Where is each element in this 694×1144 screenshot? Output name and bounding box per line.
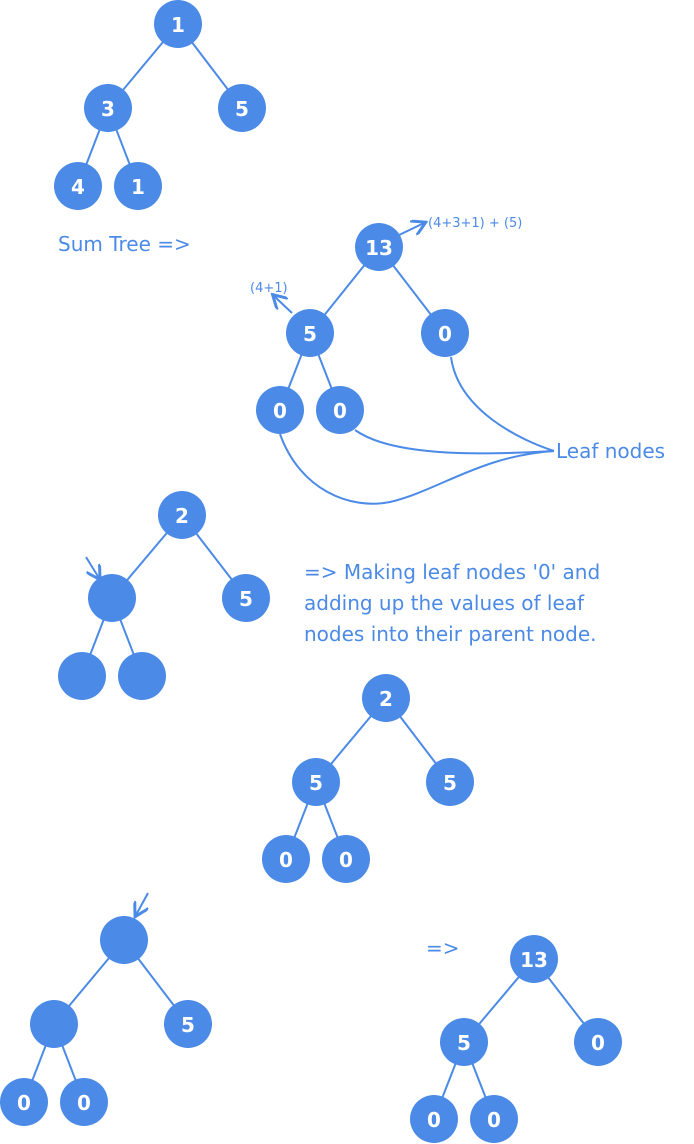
- root-sum-annotation: (4+3+1) + (5): [428, 216, 522, 231]
- tree-node-value: 5: [457, 1031, 471, 1055]
- tree-node: [322, 835, 370, 883]
- left-sum-annotation: (4+1): [250, 281, 288, 296]
- tree-sum-tree: 13 5 0 0 0: [256, 223, 469, 434]
- tree-node: [118, 652, 166, 700]
- tree-node-value: 13: [365, 236, 393, 260]
- tree-node-value: 2: [379, 687, 393, 711]
- tree-node-value: 0: [273, 399, 287, 423]
- tree-original: 1 3 5 4 1: [54, 0, 266, 210]
- leaf-callout-curve-left: [279, 433, 555, 505]
- tree-node: [88, 574, 136, 622]
- tree-node-value: 0: [77, 1091, 91, 1115]
- leaf-callout-curve-right: [450, 356, 555, 452]
- tree-node: [362, 674, 410, 722]
- result-arrow-label: =>: [426, 936, 460, 960]
- explanation-line-3: nodes into their parent node.: [304, 622, 597, 646]
- tree-node-value: 0: [591, 1031, 605, 1055]
- tree-node: [355, 223, 403, 271]
- step3-pointer-arrow: [136, 892, 149, 915]
- tree-node-value: 0: [427, 1108, 441, 1132]
- tree-node-value: 13: [520, 948, 548, 972]
- tree-node-value: 2: [175, 504, 189, 528]
- tree-step-1: 25: [58, 491, 270, 700]
- tree-node-value: 0: [279, 848, 293, 872]
- explanation-line-2: adding up the values of leaf: [304, 591, 585, 615]
- tree-node: [30, 1000, 78, 1048]
- tree-step-2: 2 5 5 0 0: [262, 674, 474, 883]
- left-annotation-arrow: [274, 296, 293, 314]
- explanation-line-1: => Making leaf nodes '0' and: [304, 560, 600, 584]
- tree-node: [410, 1095, 458, 1143]
- tree-node-value: 5: [181, 1013, 195, 1037]
- tree-node-value: 0: [487, 1108, 501, 1132]
- tree-node: [218, 84, 266, 132]
- tree-node: [316, 386, 364, 434]
- tree-node: [262, 835, 310, 883]
- tree-node: [154, 0, 202, 48]
- tree-node: [256, 386, 304, 434]
- tree-node-value: 5: [309, 771, 323, 795]
- tree-node-value: 3: [101, 97, 115, 121]
- tree-node: [286, 309, 334, 357]
- tree-node: [158, 491, 206, 539]
- leaf-callout-curve-middle: [354, 429, 555, 455]
- root-annotation-arrow: [396, 223, 424, 237]
- tree-node: [114, 162, 162, 210]
- step1-pointer-arrow: [85, 556, 99, 578]
- sum-tree-label: Sum Tree =>: [58, 232, 191, 256]
- tree-node: [54, 162, 102, 210]
- tree-node: [421, 309, 469, 357]
- tree-result: 13 5 0 0 0: [410, 935, 622, 1143]
- tree-node: [60, 1078, 108, 1126]
- tree-node: [510, 935, 558, 983]
- tree-node-value: 5: [239, 587, 253, 611]
- tree-node-value: 0: [438, 322, 452, 346]
- tree-node: [440, 1018, 488, 1066]
- tree-node-value: 0: [17, 1091, 31, 1115]
- tree-node: [574, 1018, 622, 1066]
- tree-node: [470, 1095, 518, 1143]
- tree-node: [100, 916, 148, 964]
- tree-node: [58, 652, 106, 700]
- tree-node-value: 5: [443, 771, 457, 795]
- tree-node-value: 0: [333, 399, 347, 423]
- tree-node: [0, 1078, 48, 1126]
- tree-node-value: 5: [303, 322, 317, 346]
- tree-node: [164, 1000, 212, 1048]
- tree-node: [292, 758, 340, 806]
- tree-node: [426, 758, 474, 806]
- tree-node-value: 0: [339, 848, 353, 872]
- tree-node: [222, 574, 270, 622]
- tree-node-value: 1: [171, 13, 185, 37]
- tree-node: [84, 84, 132, 132]
- tree-node-value: 4: [71, 175, 85, 199]
- leaf-nodes-label: Leaf nodes: [556, 439, 665, 463]
- tree-node-value: 5: [235, 97, 249, 121]
- tree-step-3: 5 0 0: [0, 916, 212, 1126]
- tree-node-value: 1: [131, 175, 145, 199]
